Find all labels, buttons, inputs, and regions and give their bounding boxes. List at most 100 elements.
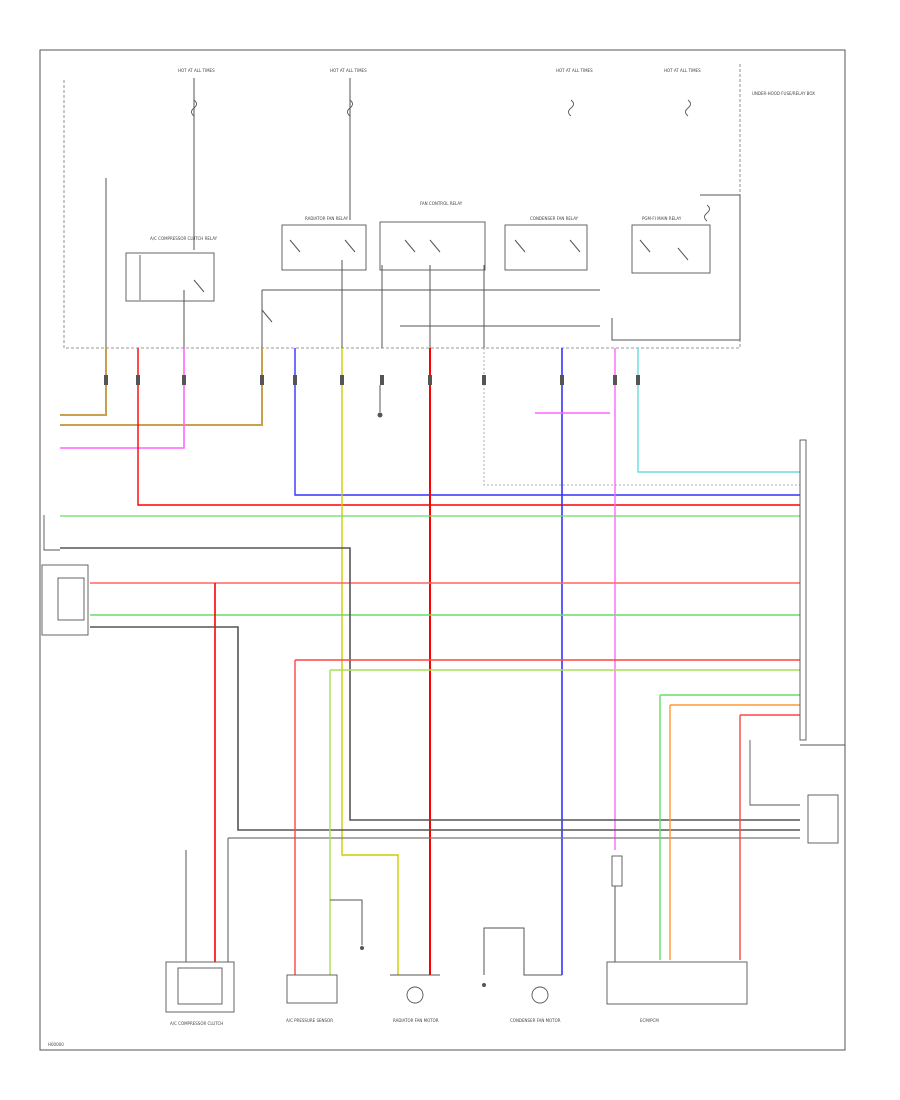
fuse-box-outline	[63, 62, 741, 349]
component-ecm-pcm: ECM/PCM	[606, 855, 748, 1023]
relay-switch	[429, 239, 441, 253]
wire-red-ecm	[739, 714, 800, 960]
relay-ac-compressor-clutch: A/C COMPRESSOR CLUTCH RELAY	[105, 178, 273, 348]
wire-red-sensor	[294, 659, 800, 975]
relay-label: FAN CONTROL RELAY	[420, 201, 463, 206]
wire-gray-2	[90, 626, 800, 831]
relay-condenser-fan: CONDENSER FAN RELAY	[400, 216, 600, 327]
relay-switch	[677, 247, 689, 261]
resistor-icon	[611, 855, 623, 887]
fuse-icon	[568, 99, 574, 117]
sensor-ground-wire	[330, 899, 363, 945]
page-code: H00000	[48, 1042, 64, 1047]
power-feed-label: HOT AT ALL TIMES	[178, 68, 215, 73]
power-feed-1: HOT AT ALL TIMES	[178, 68, 215, 250]
component-body	[165, 961, 235, 1013]
relay-switch	[514, 239, 526, 253]
fuse-box-label: UNDER-HOOD FUSE/RELAY BOX	[752, 91, 815, 96]
relay-body	[281, 224, 367, 271]
relay-label: A/C COMPRESSOR CLUTCH RELAY	[150, 236, 218, 241]
relay-body	[504, 224, 588, 271]
relay-body	[125, 252, 215, 302]
component-inner	[177, 967, 223, 1005]
connector-pin	[182, 375, 186, 385]
component-radiator-fan-motor: RADIATOR FAN MOTOR	[390, 974, 440, 1023]
wire-pink-1	[60, 348, 185, 449]
fuse-icon	[685, 99, 691, 117]
wire-green-ecm	[659, 694, 800, 960]
relay-switch	[569, 239, 581, 253]
motor-wire	[483, 927, 562, 976]
connector-pin	[104, 375, 108, 385]
wire-yellow-radiator	[341, 348, 399, 975]
switch-body	[41, 564, 89, 636]
fan-motor-icon	[406, 986, 424, 1004]
relay-label: RADIATOR FAN RELAY	[305, 216, 349, 221]
wire-tan-1	[60, 348, 107, 416]
connector-pin	[560, 375, 564, 385]
connector-pin	[260, 375, 264, 385]
relay-radiator-fan: RADIATOR FAN RELAY	[262, 216, 600, 348]
fuse-icon	[347, 99, 353, 117]
relay-switch	[404, 239, 416, 253]
left-pressure-switch	[41, 515, 89, 636]
relay-label: PGM-FI MAIN RELAY	[642, 216, 682, 221]
connector-pin	[636, 375, 640, 385]
relay-pgm-fi-main: PGM-FI MAIN RELAY	[611, 194, 741, 341]
connector-pin	[380, 375, 384, 385]
component-ac-compressor-clutch: A/C COMPRESSOR CLUTCH	[165, 838, 235, 1026]
relay-switch	[639, 239, 651, 253]
component-label: RADIATOR FAN MOTOR	[393, 1018, 439, 1023]
wire-red-main	[137, 348, 800, 506]
wire-gray-1	[60, 547, 800, 821]
fan-motor-icon	[531, 986, 549, 1004]
wire-gray-dashed	[483, 348, 800, 486]
ground-terminal	[360, 946, 364, 950]
power-feed-label: HOT AT ALL TIMES	[330, 68, 367, 73]
power-feed-3: HOT AT ALL TIMES	[556, 68, 593, 117]
relay-wire	[611, 194, 741, 341]
component-body	[286, 974, 338, 1004]
connector-pin	[613, 375, 617, 385]
relay-body	[631, 224, 711, 274]
component-ac-pressure-sensor: A/C PRESSURE SENSOR	[286, 899, 364, 1023]
wire-orange-ecm	[669, 704, 800, 960]
connector-ticks	[104, 375, 640, 418]
component-label: A/C PRESSURE SENSOR	[286, 1018, 333, 1023]
wire-tan-2	[60, 348, 263, 426]
power-feed-label: HOT AT ALL TIMES	[556, 68, 593, 73]
ground-terminal	[482, 983, 486, 987]
relay-label: CONDENSER FAN RELAY	[530, 216, 579, 221]
wire-cyan	[637, 348, 800, 473]
connector-pin	[482, 375, 486, 385]
component-label: ECM/PCM	[640, 1018, 659, 1023]
relay-switch	[193, 279, 205, 293]
connector-pin	[136, 375, 140, 385]
component-body	[606, 961, 748, 1005]
wire-blue-1	[294, 348, 800, 496]
relay-body	[379, 221, 486, 271]
power-feed-4: HOT AT ALL TIMES	[664, 68, 701, 117]
relay-fan-control: FAN CONTROL RELAY	[379, 201, 486, 348]
wire-yellowgreen-sensor	[329, 669, 800, 975]
ecm-aux-connector	[807, 794, 839, 844]
relay-switch	[289, 239, 301, 253]
power-feed-2: HOT AT ALL TIMES	[330, 68, 367, 220]
ecm-connector	[799, 439, 807, 741]
fuse-icon	[191, 99, 197, 117]
connector-pin	[293, 375, 297, 385]
relay-switch	[261, 309, 273, 323]
harness-wires	[60, 348, 800, 975]
fuse-icon	[704, 204, 710, 222]
switch-inner	[57, 577, 85, 621]
ground-terminal	[377, 412, 383, 418]
diagram-frame	[39, 49, 846, 1051]
relay-switch	[344, 239, 356, 253]
connector-pin	[340, 375, 344, 385]
component-condenser-fan-motor: CONDENSER FAN MOTOR	[482, 927, 562, 1023]
ecm-connector-block	[749, 439, 845, 844]
top-power-feeds: HOT AT ALL TIMES HOT AT ALL TIMES HOT AT…	[178, 68, 701, 250]
ecm-wire	[749, 740, 800, 806]
switch-bracket	[43, 515, 60, 551]
